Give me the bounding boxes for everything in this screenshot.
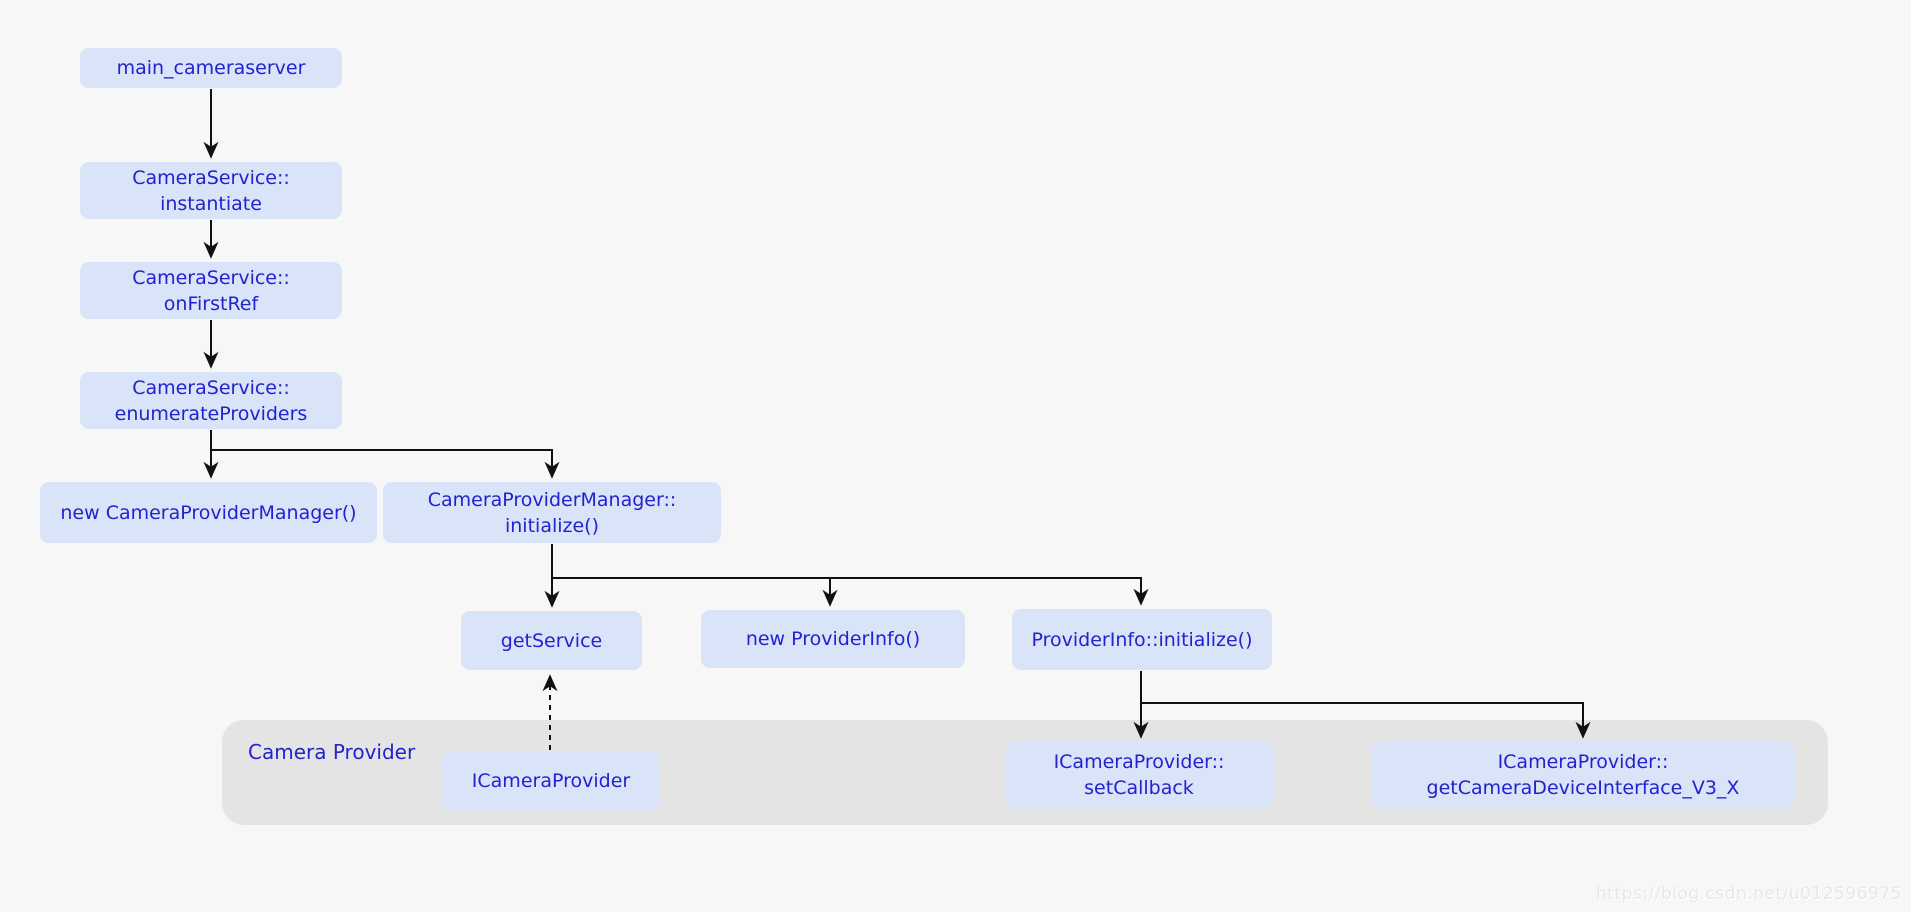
node-label: ICameraProvider:: (1497, 751, 1669, 773)
node-label: instantiate (160, 192, 262, 215)
node-label: getService (500, 629, 603, 652)
node-label: initialize() (504, 514, 600, 537)
edge-initialize-to-new-providerinfo (552, 577, 838, 607)
edge-enumerateproviders-to-initialize (211, 449, 560, 479)
node-label: new CameraProviderManager() (60, 501, 357, 524)
node-label: getCameraDeviceInterface_V3_X (1426, 777, 1740, 799)
node-label: new ProviderInfo() (745, 628, 921, 650)
node-label: CameraService:: (132, 166, 290, 189)
camera-provider-group-label: Camera Provider (248, 740, 416, 764)
node-label: CameraService:: (132, 266, 290, 289)
node-cameraprovidermanager-initialize: CameraProviderManager:: initialize() (383, 482, 721, 543)
node-label: CameraService:: (132, 376, 290, 399)
node-label: ProviderInfo::initialize() (1031, 628, 1253, 651)
watermark-url: https://blog.csdn.net/u012596975 (1596, 884, 1902, 904)
node-icameraprovider-getcameradeviceinterface: ICameraProvider:: getCameraDeviceInterfa… (1371, 742, 1795, 808)
node-label: CameraProviderManager:: (427, 488, 677, 511)
node-label: setCallback (1084, 777, 1194, 799)
node-cameraservice-onfirstref: CameraService:: onFirstRef (80, 262, 342, 319)
node-label: onFirstRef (163, 292, 259, 315)
node-new-cameraprovidermanager: new CameraProviderManager() (40, 482, 377, 543)
node-label: ICameraProvider:: (1053, 751, 1225, 773)
node-label: ICameraProvider (471, 770, 631, 792)
node-cameraservice-enumerateproviders: CameraService:: enumerateProviders (80, 372, 342, 429)
node-main-cameraserver: main_cameraserver (80, 48, 342, 88)
node-icameraprovider-setcallback: ICameraProvider:: setCallback (1005, 742, 1273, 808)
node-icameraprovider: ICameraProvider (442, 752, 660, 810)
node-new-providerinfo: new ProviderInfo() (701, 610, 965, 668)
edge-initialize-to-providerinfo-initialize (552, 577, 1149, 606)
node-label: main_cameraserver (116, 57, 306, 79)
node-providerinfo-initialize: ProviderInfo::initialize() (1012, 609, 1272, 670)
node-cameraservice-instantiate: CameraService:: instantiate (80, 162, 342, 219)
node-label: enumerateProviders (114, 402, 308, 425)
node-getservice: getService (461, 611, 642, 670)
